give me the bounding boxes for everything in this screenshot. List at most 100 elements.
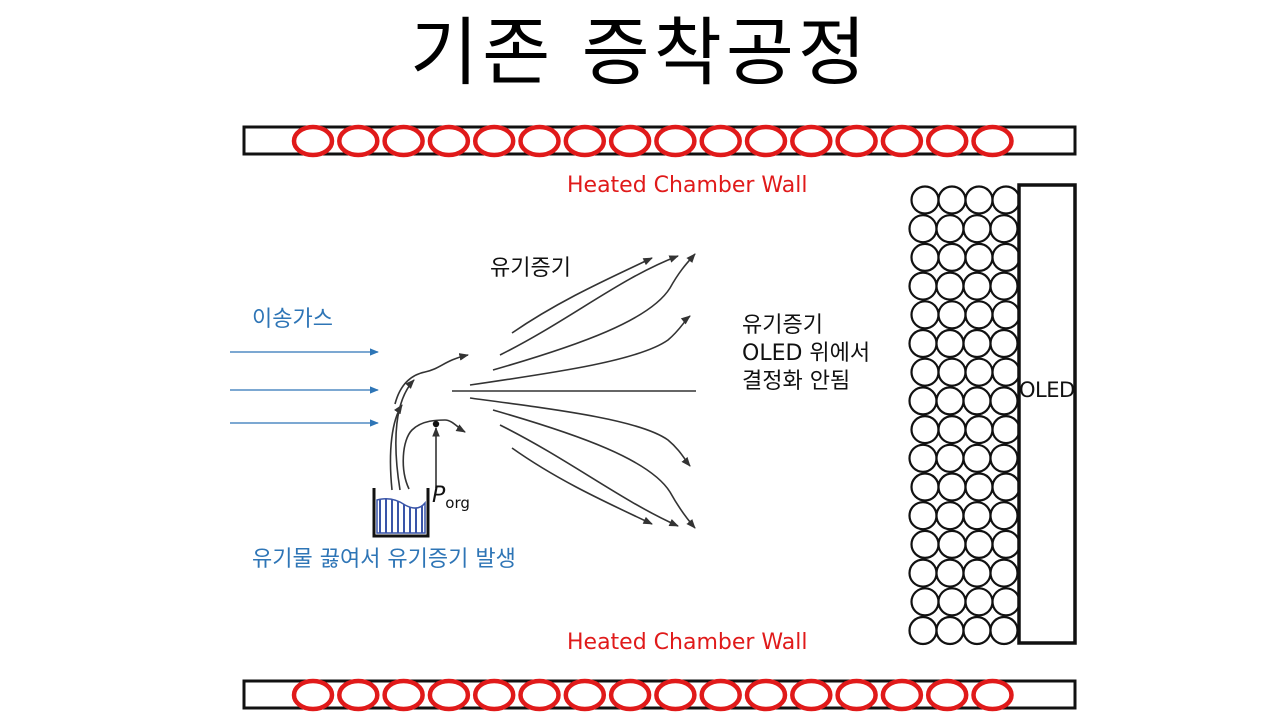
heater-coil [337, 124, 380, 158]
vapor-molecule [908, 443, 938, 473]
bottom-heater-row [291, 678, 1014, 712]
heater-coil [382, 678, 425, 712]
heater-coil [744, 678, 788, 712]
vapor-molecule [937, 242, 967, 272]
heater-coil [880, 124, 924, 158]
vapor-molecule [908, 615, 938, 646]
heater-coil [971, 124, 1014, 158]
vapor-molecule [991, 185, 1021, 215]
vapor-molecule [989, 558, 1019, 588]
heater-coil [291, 678, 335, 712]
vapor-molecule [991, 587, 1021, 617]
vapor-molecule [991, 300, 1021, 330]
oled-label: OLED [1019, 378, 1075, 402]
vapor-molecule [962, 328, 992, 359]
vapor-molecule [964, 242, 994, 272]
heater-coil [971, 678, 1014, 712]
vapor-molecule [989, 501, 1019, 531]
heater-coil [744, 124, 788, 158]
vapor-molecule [910, 185, 940, 215]
carrier-gas-label: 이송가스 [252, 307, 333, 332]
vapor-molecule [989, 386, 1019, 416]
vapor-molecule [908, 271, 938, 301]
heater-coil [427, 124, 471, 158]
result-note: 유기증기 OLED 위에서 결정화 안됨 [742, 312, 942, 396]
vapor-plume-arrows [452, 253, 696, 529]
vapor-molecule [964, 587, 994, 617]
vapor-molecule [937, 587, 967, 617]
vapor-molecule [962, 501, 992, 531]
vapor-molecule [964, 415, 994, 445]
vapor-molecule [962, 214, 992, 244]
heater-coil [608, 124, 652, 158]
vapor-molecule [935, 615, 965, 646]
vapor-molecule [937, 415, 967, 445]
vapor-molecule [989, 443, 1019, 473]
heater-coil [472, 678, 516, 712]
vapor-molecule [962, 271, 992, 301]
heater-coil [790, 678, 833, 712]
vapor-molecule [991, 242, 1021, 272]
page-title: 기존 증착공정 [409, 10, 870, 96]
vapor-molecule [964, 472, 994, 502]
vapor-molecule [935, 558, 965, 588]
heater-coil [563, 678, 607, 712]
vapor-molecule-grid [908, 185, 1021, 646]
vapor-molecule [964, 529, 994, 560]
top-heater-row [291, 124, 1014, 158]
vapor-molecule [962, 615, 992, 646]
heater-coil [427, 678, 471, 712]
top-wall-label: Heated Chamber Wall [567, 173, 808, 198]
heater-coil [382, 124, 425, 158]
heater-coil [608, 678, 652, 712]
vapor-molecule [964, 357, 994, 387]
vapor-molecule [991, 529, 1021, 560]
vapor-molecule [908, 214, 938, 244]
vapor-molecule [962, 558, 992, 588]
heater-coil [337, 678, 380, 712]
vapor-molecule [937, 357, 967, 387]
oled-substrate [1017, 183, 1077, 645]
vapor-molecule [991, 357, 1021, 387]
heater-coil [654, 678, 697, 712]
heater-coil [563, 124, 607, 158]
heater-coil [518, 678, 561, 712]
result-line-1: 유기증기 [742, 313, 823, 338]
bottom-wall-label: Heated Chamber Wall [567, 630, 808, 655]
heater-coil [472, 124, 516, 158]
vapor-molecule [910, 242, 940, 272]
vapor-molecule [935, 443, 965, 473]
vapor-molecule [935, 271, 965, 301]
vapor-molecule [989, 328, 1019, 359]
heater-coil [699, 124, 742, 158]
pressure-label: Porg [432, 482, 470, 512]
vapor-molecule [937, 472, 967, 502]
vapor-molecule [989, 214, 1019, 244]
heater-coil [518, 124, 561, 158]
vapor-molecule [910, 415, 940, 445]
heater-coil [790, 124, 833, 158]
heater-coil [925, 124, 969, 158]
source-crucible [372, 488, 430, 538]
heater-coil [925, 678, 969, 712]
vapor-molecule [962, 443, 992, 473]
heater-coil [835, 124, 878, 158]
vapor-molecule [989, 271, 1019, 301]
vapor-rising-arrows [389, 353, 469, 491]
vapor-molecule [991, 472, 1021, 502]
heater-coil [835, 678, 878, 712]
heater-coil [654, 124, 697, 158]
vapor-molecule [937, 185, 967, 215]
vapor-molecule [991, 415, 1021, 445]
top-chamber-wall [242, 125, 1077, 156]
source-label: 유기물 끓여서 유기증기 발생 [252, 547, 516, 572]
vapor-molecule [964, 300, 994, 330]
bottom-chamber-wall [242, 679, 1077, 710]
vapor-molecule [964, 185, 994, 215]
vapor-molecule [989, 615, 1019, 646]
vapor-molecule [910, 587, 940, 617]
vapor-molecule [937, 300, 967, 330]
vapor-molecule [910, 472, 940, 502]
vapor-molecule [910, 529, 940, 560]
